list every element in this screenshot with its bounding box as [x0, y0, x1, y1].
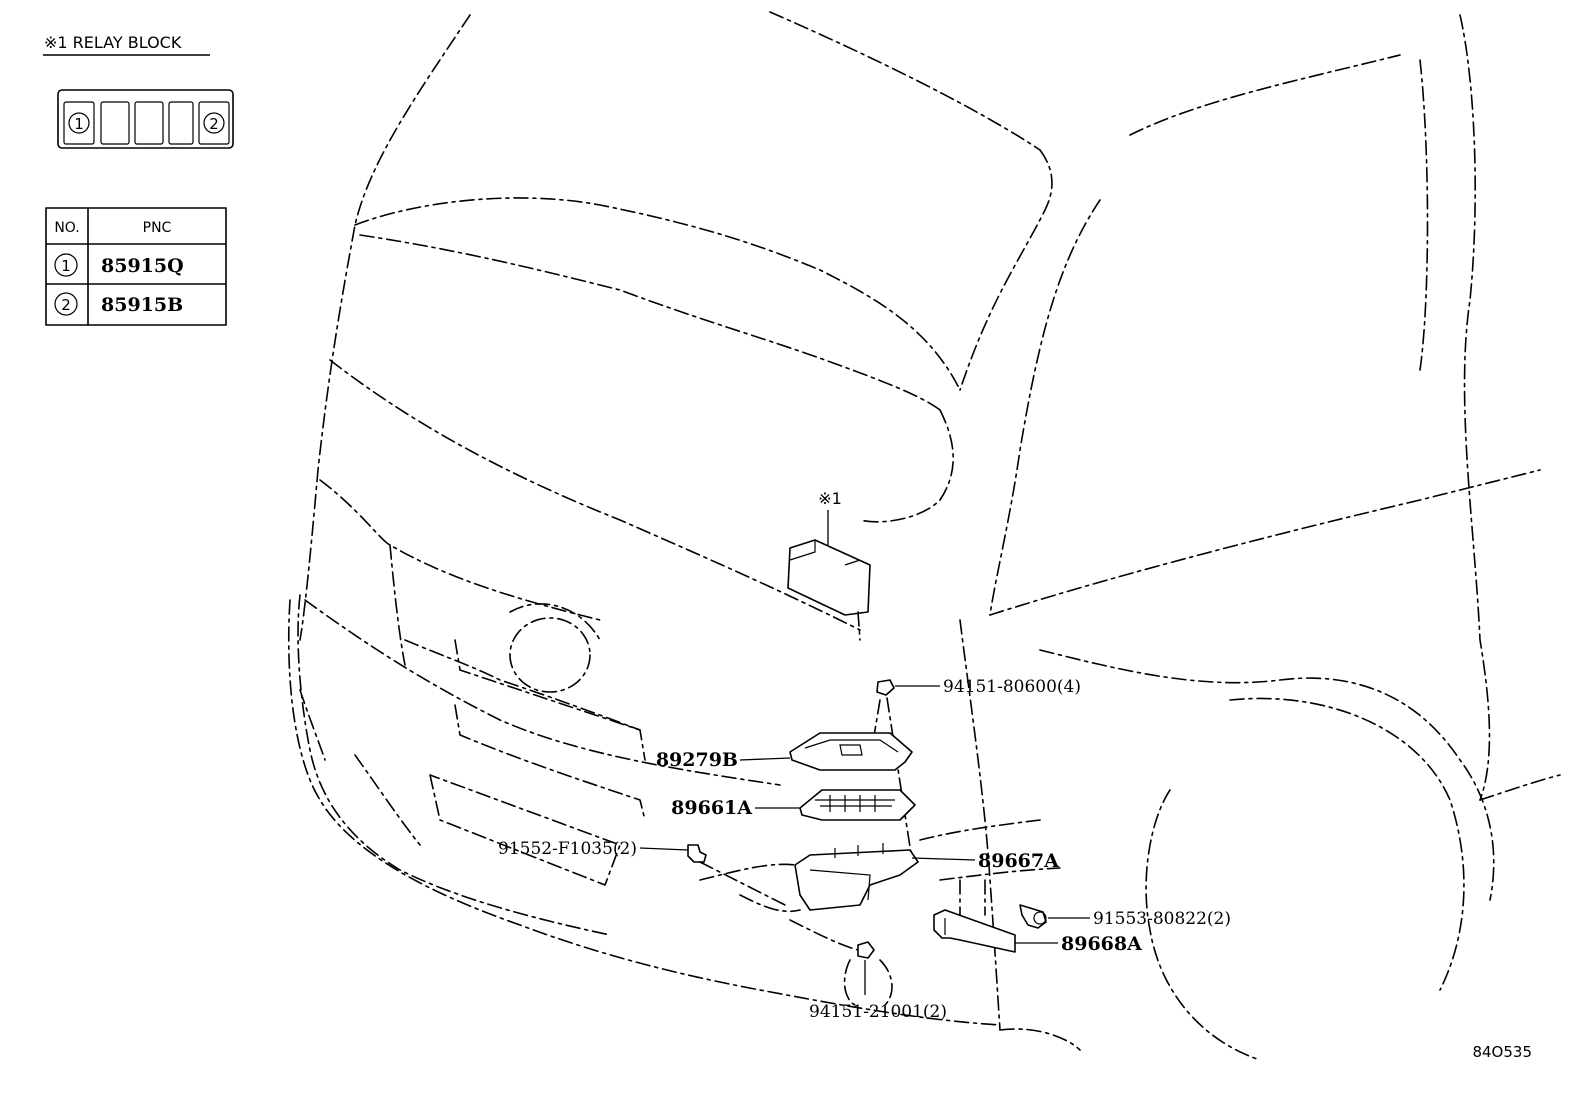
pnc-row-2-marker [54, 292, 78, 316]
parts [687, 679, 1047, 1006]
leader-lines [639, 685, 1090, 995]
pnc-row-2-pnc: 85915B [101, 294, 183, 316]
callout-89668A: 89668A [1061, 933, 1142, 955]
relay-slot-5-marker [203, 112, 225, 134]
relay-slot-1 [63, 101, 95, 145]
relay-slot-3 [134, 101, 164, 145]
pnc-row-1-pnc: 85915Q [101, 255, 184, 277]
pnc-table-header-pnc: PNC [143, 220, 172, 236]
callout-91553-80822: 91553-80822(2) [1093, 909, 1231, 929]
bracket-89668A [933, 909, 1016, 953]
callout-89661A: 89661A [671, 797, 752, 819]
bolt-91553-80822 [1019, 904, 1047, 929]
pnc-table: NO. PNC 1 85915Q 2 85915B [45, 207, 227, 326]
pnc-row-1-no: 1 [61, 257, 71, 275]
relay-block-body [57, 89, 234, 149]
bracket-89667A [794, 849, 919, 911]
relay-slot-2 [100, 101, 130, 145]
relay-slot-5-label: 2 [209, 115, 219, 133]
bolt-91552-F1035 [687, 844, 707, 863]
pnc-table-header-no: NO. [54, 220, 79, 236]
callout-89279B: 89279B [656, 749, 738, 771]
relay-block-location: ※1 [787, 489, 871, 641]
bracket-89279B [789, 732, 913, 771]
relay-slot-1-marker [68, 112, 90, 134]
callout-89667A: 89667A [978, 850, 1059, 872]
diagram-code: 84O535 [1472, 1043, 1532, 1061]
pnc-row-2-no: 2 [61, 296, 71, 314]
relay-block-title: ※1 RELAY BLOCK [44, 33, 182, 52]
relay-block-ref: ※1 [818, 489, 842, 508]
relay-slot-5 [198, 101, 230, 145]
callout-labels: 94151-80600(4) 89279B 89661A 91552-F1035… [498, 677, 1231, 1022]
callout-91552-F1035: 91552-F1035(2) [498, 839, 637, 859]
pnc-row-1-marker [54, 253, 78, 277]
callout-94151-80600: 94151-80600(4) [943, 677, 1081, 697]
relay-slot-4 [168, 101, 194, 145]
cab-outline [288, 11, 1561, 1061]
nut-94151-21001 [857, 941, 875, 959]
nut-94151-80600 [876, 679, 895, 696]
ecu-89661A [799, 789, 916, 821]
relay-slot-1-label: 1 [74, 115, 84, 133]
relay-block-legend: ※1 RELAY BLOCK 1 2 [43, 33, 234, 149]
callout-94151-21001: 94151-21001(2) [809, 1002, 947, 1022]
